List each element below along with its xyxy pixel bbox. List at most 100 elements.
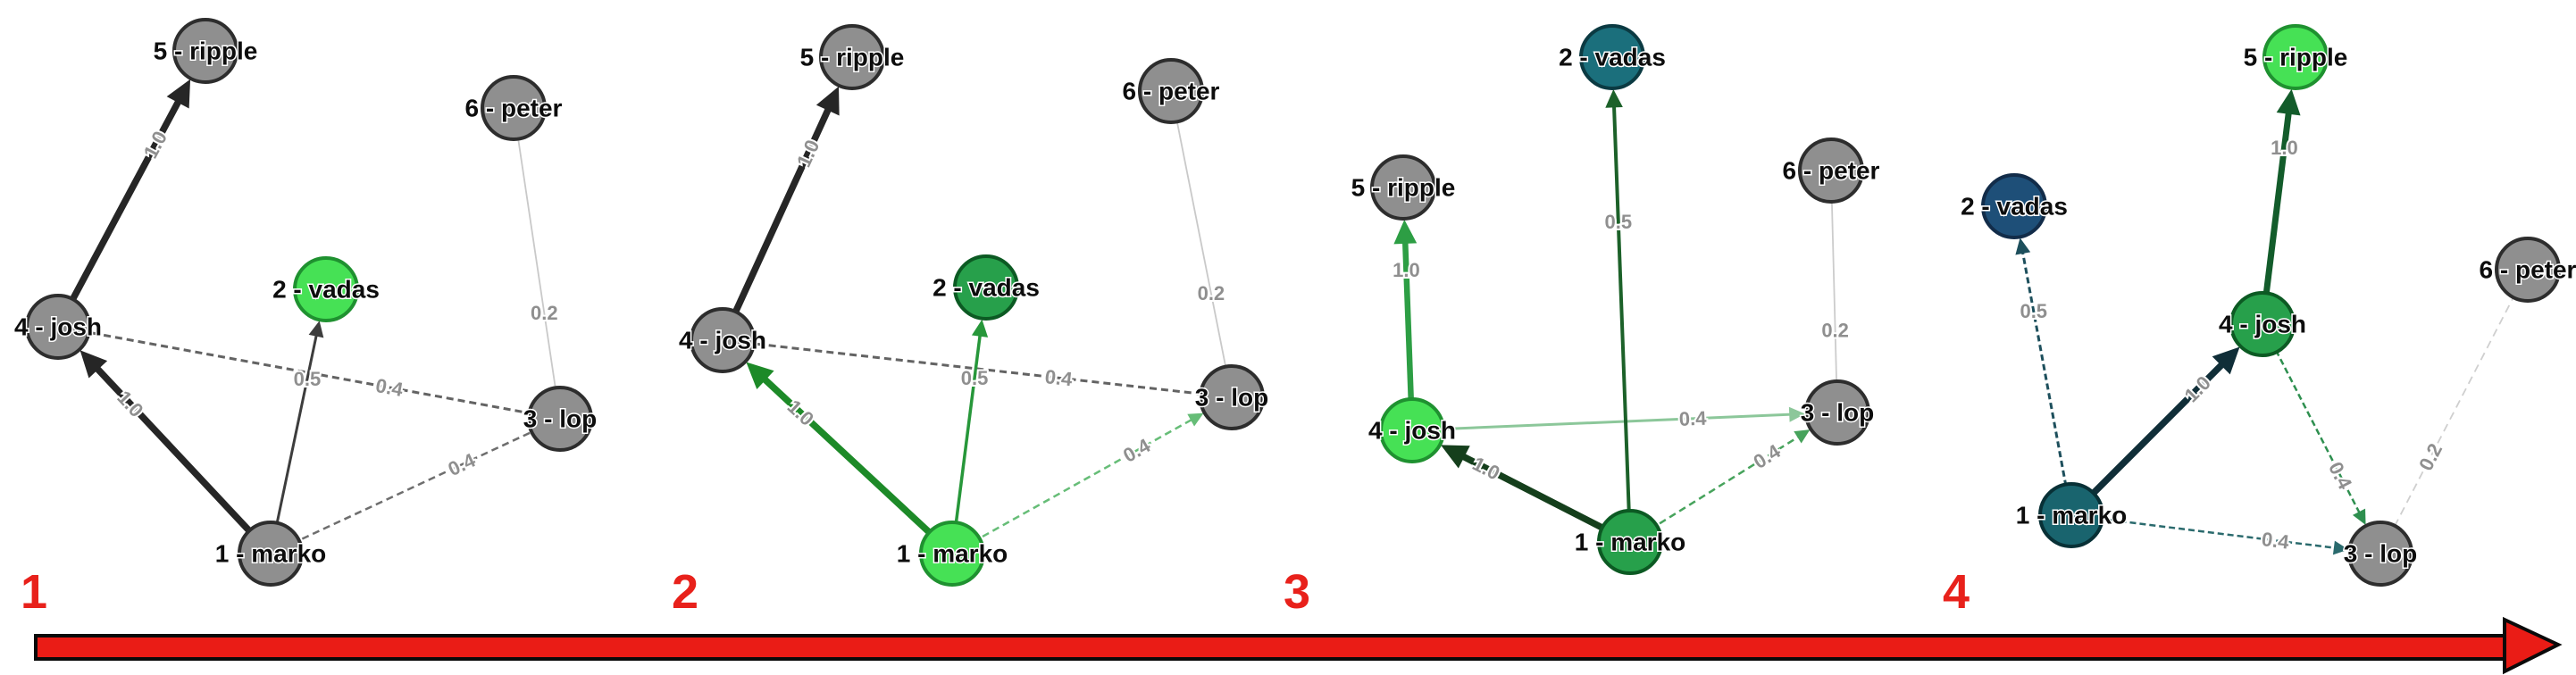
arrowhead-marko-lop-icon (2332, 540, 2349, 555)
node-josh-step4[interactable] (2229, 291, 2296, 357)
edge-marko-josh (2069, 362, 2225, 518)
edge-marko-vadas (2020, 251, 2073, 516)
node-label-lop-step3: 3 - lop (1801, 399, 1874, 427)
node-label-ripple-step3: 5 - ripple (1351, 174, 1456, 202)
edge-josh-lop (57, 325, 529, 414)
node-peter-step2[interactable] (1138, 58, 1204, 124)
edge-weight-marko-vadas: 0.5 (294, 368, 322, 390)
step-number-3: 3 (1284, 565, 1310, 619)
edge-weight-peter-lop: 0.2 (2414, 440, 2446, 475)
node-ripple-step1[interactable] (172, 18, 238, 84)
edge-josh-lop (722, 338, 1200, 396)
edge-weight-marko-lop: 0.4 (2261, 528, 2291, 554)
edge-marko-josh (761, 376, 955, 556)
timeline-arrow-icon (34, 616, 2563, 675)
node-label-marko-step3: 1 - marko (1575, 529, 1686, 556)
edge-weight-peter-lop: 0.2 (1821, 319, 1849, 341)
node-label-lop-step4: 3 - lop (2344, 540, 2417, 568)
arrowhead-marko-vadas-icon (1605, 88, 1623, 108)
edge-weight-josh-ripple: 1.0 (139, 128, 171, 162)
node-marko-step3[interactable] (1597, 509, 1663, 575)
node-ripple-step4[interactable] (2262, 24, 2329, 90)
timeline-arrow-shaft (34, 634, 2506, 661)
node-vadas-step1[interactable] (293, 256, 359, 322)
node-josh-step1[interactable] (25, 294, 91, 360)
node-peter-step4[interactable] (2495, 237, 2561, 303)
edge-marko-josh (94, 365, 273, 556)
node-lop-step2[interactable] (1199, 364, 1265, 430)
edge-weight-josh-lop: 0.4 (1678, 407, 1707, 430)
arrowhead-marko-josh-icon (746, 362, 774, 389)
edge-marko-lop (951, 418, 1193, 555)
node-label-marko-step2: 1 - marko (897, 540, 1008, 568)
edge-marko-vadas (950, 334, 983, 554)
node-label-josh-step1: 4 - josh (14, 313, 102, 341)
step-number-1: 1 (21, 565, 47, 619)
node-label-lop-step1: 3 - lop (523, 405, 597, 433)
edge-weight-peter-lop: 0.2 (1198, 282, 1225, 304)
edge-weight-peter-lop: 0.2 (531, 302, 558, 324)
edge-weight-josh-lop: 0.4 (374, 374, 406, 401)
edge-marko-lop (2070, 513, 2337, 550)
node-lop-step1[interactable] (527, 386, 593, 452)
arrowhead-josh-lop-icon (2352, 508, 2366, 525)
node-marko-step2[interactable] (919, 521, 985, 587)
node-ripple-step3[interactable] (1370, 154, 1436, 221)
node-peter-step3[interactable] (1798, 138, 1864, 204)
edge-weight-marko-lop: 0.4 (445, 448, 480, 480)
node-lop-step4[interactable] (2347, 521, 2413, 587)
node-label-josh-step3: 4 - josh (1368, 417, 1456, 445)
edge-weight-josh-ripple: 1.0 (1393, 259, 1420, 281)
arrowhead-josh-lop-icon (1788, 406, 1806, 422)
node-label-marko-step4: 1 - marko (2016, 502, 2128, 529)
edge-weight-josh-lop: 0.4 (2324, 458, 2357, 493)
arrowhead-josh-ripple-icon (1393, 219, 1418, 245)
edge-peter-lop (2394, 269, 2529, 526)
timeline-arrow-head (2503, 616, 2563, 675)
edge-weight-marko-lop: 0.4 (1750, 439, 1786, 473)
node-vadas-step2[interactable] (953, 254, 1019, 321)
arrowhead-marko-josh-icon (79, 350, 108, 379)
node-label-ripple-step2: 5 - ripple (800, 44, 905, 71)
node-lop-step3[interactable] (1804, 379, 1870, 446)
arrowhead-marko-vadas-icon (971, 319, 989, 338)
edge-josh-ripple (54, 99, 182, 329)
edge-weight-marko-josh: 1.0 (1469, 452, 1504, 484)
node-label-peter-step2: 6 - peter (1123, 78, 1220, 105)
node-josh-step2[interactable] (690, 307, 756, 373)
arrowhead-marko-vadas-icon (308, 321, 324, 338)
arrowhead-marko-lop-icon (1187, 412, 1204, 427)
edge-marko-vadas (269, 334, 318, 554)
arrowhead-josh-ripple-icon (2276, 88, 2301, 116)
node-vadas-step3[interactable] (1579, 24, 1645, 90)
node-label-peter-step3: 6 - peter (1783, 157, 1880, 185)
step-number-4: 4 (1943, 565, 1970, 619)
edge-josh-ripple (719, 107, 832, 342)
node-label-ripple-step4: 5 - ripple (2244, 44, 2348, 71)
node-peter-step1[interactable] (481, 75, 547, 141)
node-vadas-step4[interactable] (1981, 173, 2047, 239)
arrowhead-josh-ripple-icon (815, 86, 840, 116)
edge-peter-lop (1830, 170, 1837, 381)
edge-weight-josh-lop: 0.4 (1044, 365, 1075, 390)
node-label-lop-step2: 3 - lop (1195, 384, 1268, 412)
edge-peter-lop (513, 107, 556, 388)
edge-weight-marko-vadas: 0.5 (1605, 211, 1633, 233)
node-ripple-step2[interactable] (819, 24, 885, 90)
edge-weight-marko-lop: 0.4 (1119, 434, 1155, 467)
edge-marko-lop (270, 431, 531, 555)
edge-weight-josh-ripple: 1.0 (2271, 137, 2298, 159)
arrowhead-marko-vadas-icon (2015, 238, 2031, 255)
node-marko-step1[interactable] (238, 521, 304, 587)
edge-josh-ripple (2259, 112, 2292, 325)
node-josh-step3[interactable] (1379, 397, 1445, 463)
edge-weight-josh-ripple: 1.0 (792, 137, 824, 171)
node-marko-step4[interactable] (2038, 482, 2104, 548)
arrowhead-marko-josh-icon (2212, 346, 2240, 375)
node-label-vadas-step1: 2 - vadas (272, 276, 380, 304)
